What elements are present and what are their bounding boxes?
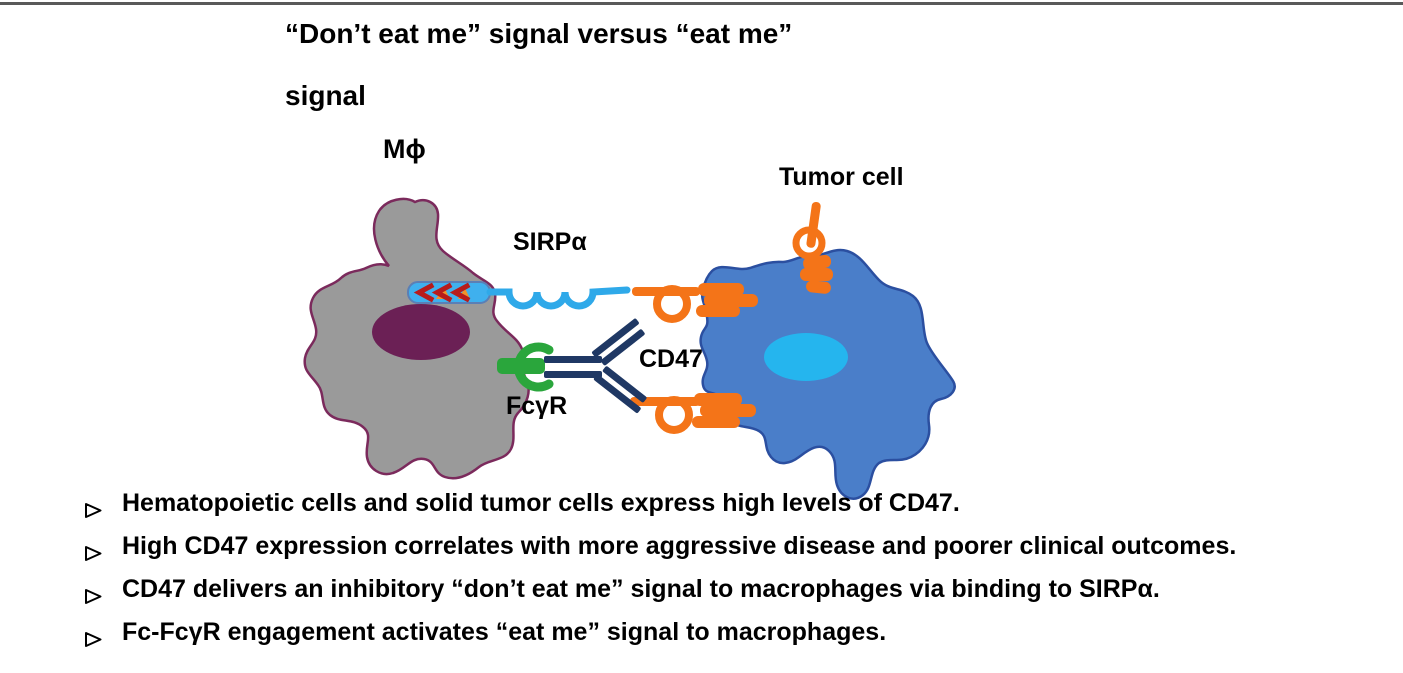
bullet-item: High CD47 expression correlates with mor… [84, 529, 1380, 572]
bullet-arrowhead-icon [84, 572, 122, 615]
bullet-text: High CD47 expression correlates with mor… [122, 532, 1237, 560]
cd47-receptor-top [792, 201, 833, 294]
bullet-text: Hematopoietic cells and solid tumor cell… [122, 489, 960, 517]
bullet-item: Fc-FcγR engagement activates “eat me” si… [84, 615, 1380, 658]
slide-title-line2: signal [285, 80, 366, 111]
top-rule-divider [0, 2, 1403, 5]
bullet-list: Hematopoietic cells and solid tumor cell… [84, 486, 1380, 658]
inhibition-arrows-icon [413, 282, 471, 303]
fcgr-receptor [497, 342, 554, 392]
macrophage-nucleus [372, 304, 470, 360]
fcgr-crescent [514, 342, 554, 392]
cd47-receptor-lower [630, 393, 756, 434]
cd47-receptor-upper [632, 283, 758, 323]
bullet-text: CD47 delivers an inhibitory “don’t eat m… [122, 575, 1160, 603]
tumor-cell-label: Tumor cell [779, 163, 904, 191]
sirpa-receptor-coil [486, 286, 631, 310]
bullet-arrowhead-icon [84, 615, 122, 658]
sirpa-label: SIRPα [513, 228, 587, 256]
cd47-label: CD47 [639, 345, 703, 373]
slide-title-line1: “Don’t eat me” signal versus “eat me” [285, 18, 793, 49]
bullet-arrowhead-icon [84, 486, 122, 529]
bullet-item: CD47 delivers an inhibitory “don’t eat m… [84, 572, 1380, 615]
antibody [544, 318, 647, 413]
bullet-text: Fc-FcγR engagement activates “eat me” si… [122, 618, 887, 646]
fcgr-label: FcγR [506, 392, 568, 420]
macrophage-label: Mϕ [383, 134, 426, 164]
tumor-cell-nucleus [764, 333, 848, 381]
bullet-arrowhead-icon [84, 529, 122, 572]
bullet-item: Hematopoietic cells and solid tumor cell… [84, 486, 1380, 529]
